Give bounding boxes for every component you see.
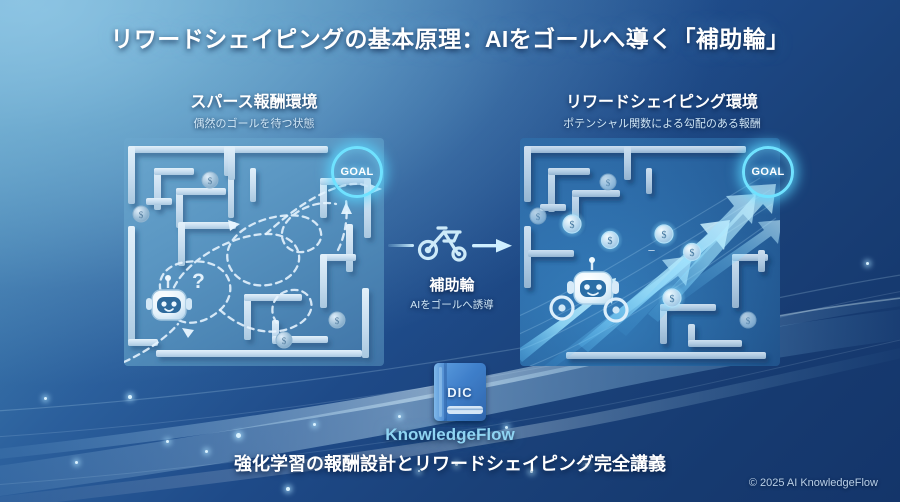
svg-text:$: $: [335, 316, 340, 326]
center-transition-block: 補助輪 AIをゴールへ誘導: [388, 214, 516, 312]
svg-text:$: $: [662, 230, 667, 241]
svg-text:$: $: [208, 176, 213, 186]
goal-label-left: GOAL: [340, 166, 374, 178]
svg-text:$: $: [608, 236, 613, 247]
sparse-reward-maze-diagram: $ $ $ $ ?: [124, 138, 384, 366]
svg-text:$: $: [139, 210, 144, 220]
guided-robot: [549, 257, 629, 323]
right-panel-subheading: ポテンシャル関数による勾配のある報酬: [563, 118, 761, 130]
brand-name: KnowledgeFlow: [385, 425, 515, 444]
goal-badge-right: GOAL: [742, 146, 794, 198]
page-title: リワードシェイピングの基本原理：AIをゴールへ導く「補助輪」: [110, 26, 790, 52]
reward-shaping-maze-diagram: $ $ $ $ $ $ $ $: [520, 138, 780, 366]
svg-text:$: $: [570, 220, 575, 231]
training-wheels-bicycle-icon: [388, 226, 512, 262]
goal-badge-left: GOAL: [331, 146, 383, 198]
left-panel-heading: スパース報酬環境: [190, 94, 318, 111]
right-panel-header: リワードシェイピング環境 ポテンシャル関数による勾配のある報酬: [512, 88, 812, 131]
svg-text:$: $: [536, 212, 541, 222]
tagline: 強化学習の報酬設計とリワードシェイピング完全講義: [234, 454, 666, 474]
center-label: 補助輪: [429, 277, 475, 294]
left-panel-header: スパース報酬環境 偶然のゴールを待つ状態: [104, 88, 404, 131]
goal-label-right: GOAL: [751, 166, 785, 178]
right-panel-heading: リワードシェイピング環境: [565, 94, 758, 111]
svg-text:$: $: [746, 316, 751, 326]
svg-text:$: $: [606, 178, 611, 188]
left-panel-subheading: 偶然のゴールを待つ状態: [193, 118, 315, 130]
svg-text:?: ?: [192, 270, 205, 293]
svg-text:$: $: [690, 248, 695, 259]
book-icon: DIC: [425, 357, 495, 432]
svg-text:$: $: [282, 336, 287, 346]
copyright-notice: © 2025 AI KnowledgeFlow: [748, 477, 878, 489]
confused-robot: [146, 275, 192, 321]
center-sublabel: AIをゴールへ誘導: [410, 299, 494, 311]
svg-text:$: $: [670, 294, 675, 305]
